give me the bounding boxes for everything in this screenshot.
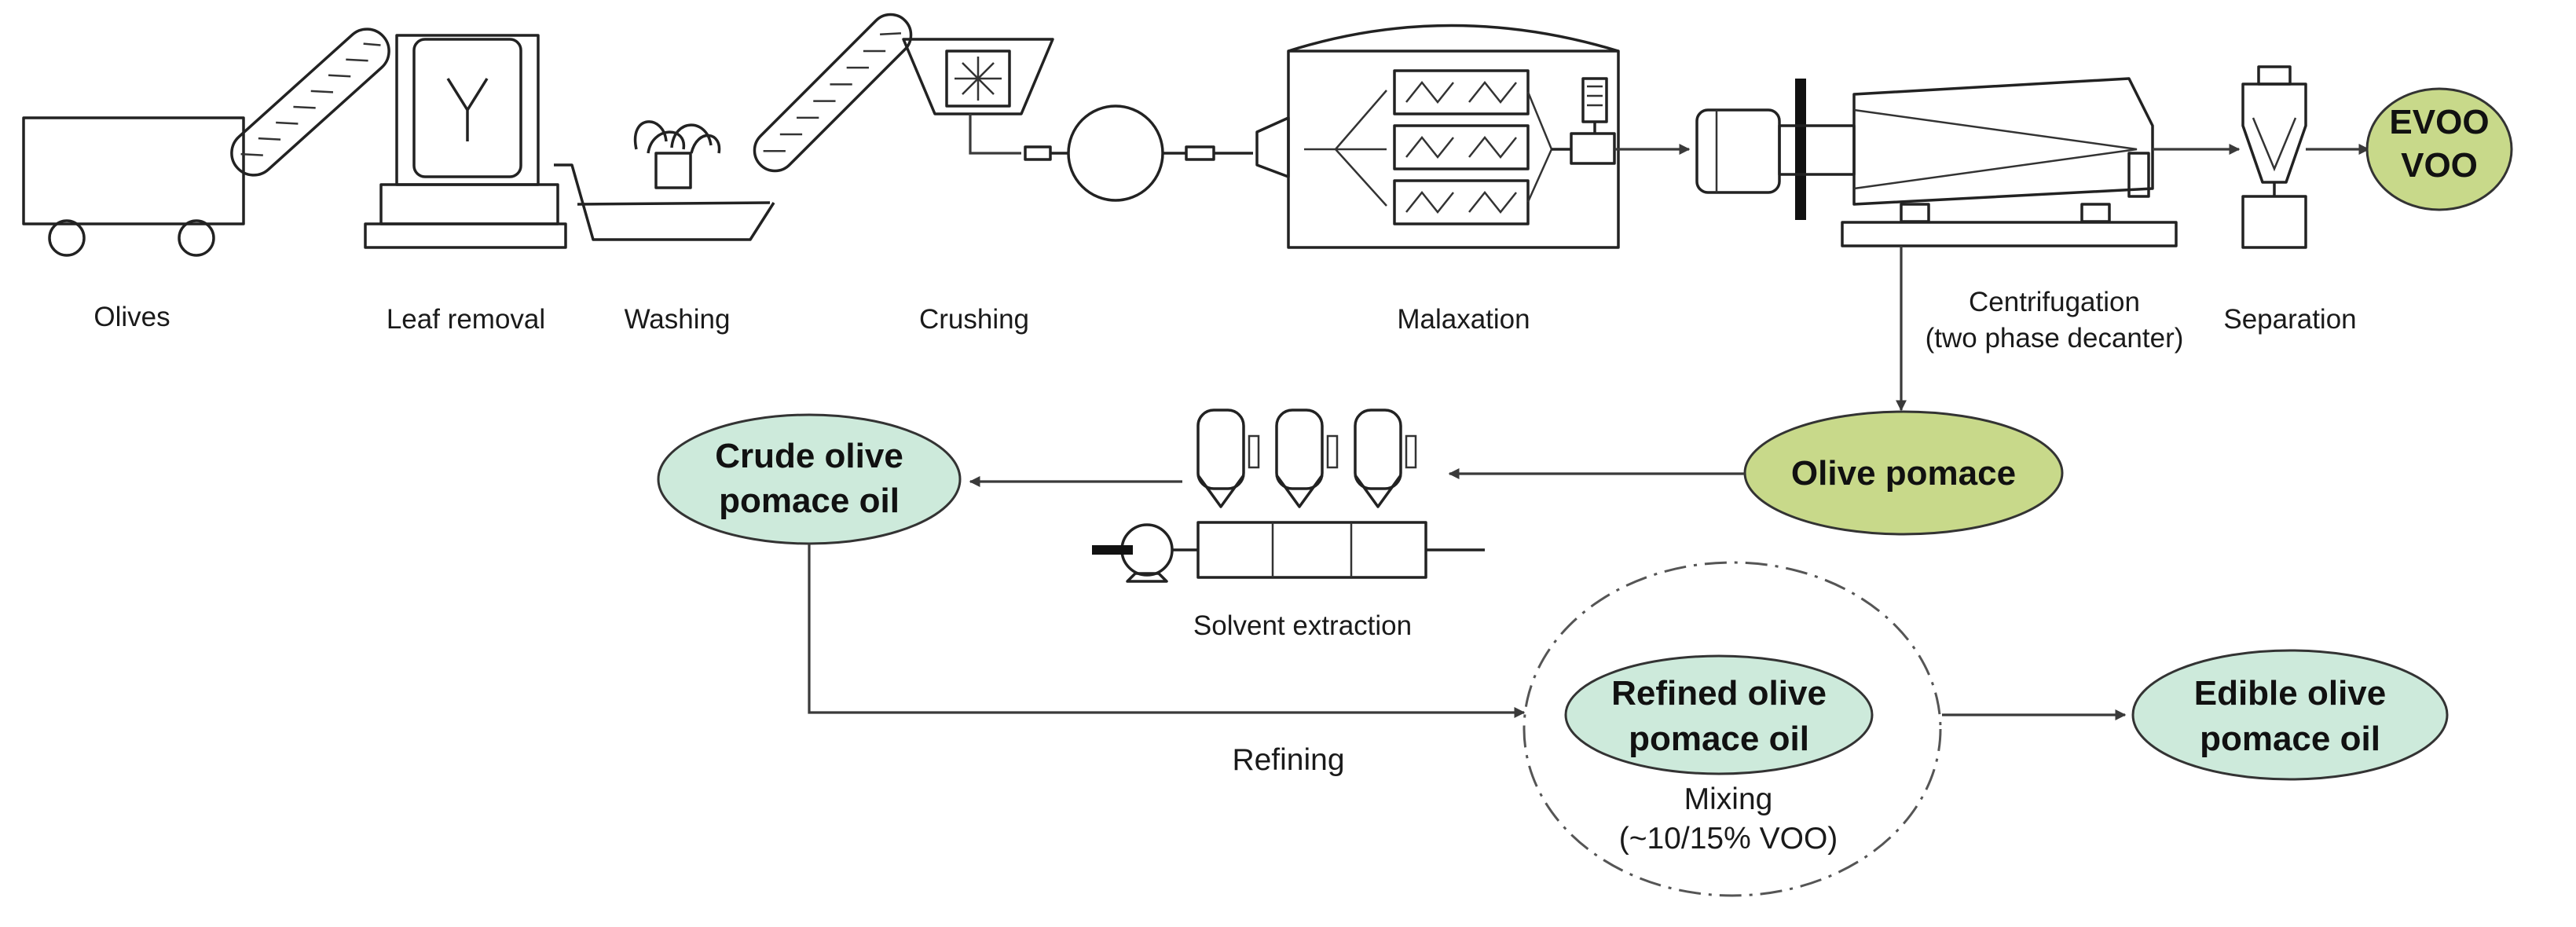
leaf-removal-machine-icon: [364, 34, 567, 249]
step-label-mixing-ratio: (~10/15% VOO): [1619, 822, 1838, 856]
decanter-centrifuge-icon: [1695, 77, 2178, 247]
step-label-olives: Olives: [93, 302, 170, 332]
refined-oil-label-line2: pomace oil: [1629, 720, 1809, 758]
pump-icon: [1024, 104, 1253, 202]
conveyor-belt-icon: [753, 13, 913, 173]
step-label-crushing: Crushing: [919, 304, 1029, 335]
refined-oil-label-line1: Refined olive: [1611, 674, 1827, 713]
edible-olive-pomace-oil-product: Edible olive pomace oil: [2131, 649, 2449, 781]
refined-olive-pomace-oil-product: Refined olive pomace oil: [1564, 654, 1874, 775]
step-label-refining: Refining: [1232, 743, 1344, 777]
step-label-malaxation: Malaxation: [1397, 304, 1530, 335]
separator-icon: [2241, 65, 2307, 249]
edible-oil-label-line1: Edible olive: [2194, 674, 2387, 713]
step-label-washing: Washing: [625, 304, 731, 335]
crude-oil-label-line1: Crude olive: [715, 437, 903, 475]
voo-label: VOO: [2401, 146, 2478, 185]
olive-pomace-product: Olive pomace: [1743, 410, 2064, 536]
crude-oil-label-line2: pomace oil: [719, 482, 900, 520]
crusher-hopper-icon: [902, 38, 1054, 115]
conveyor-belt-icon: [230, 27, 390, 177]
step-label-centrifugation: Centrifugation: [1969, 287, 2140, 317]
evoo-label: EVOO: [2389, 103, 2489, 141]
crude-olive-pomace-oil-product: Crude olive pomace oil: [657, 413, 962, 545]
step-label-separation: Separation: [2223, 304, 2356, 335]
step-label-leaf-removal: Leaf removal: [387, 304, 545, 335]
mixing-boundary: [1523, 561, 1942, 897]
step-label-mixing: Mixing: [1684, 782, 1773, 816]
washing-tank-icon: [554, 120, 775, 241]
step-label-solvent-extraction: Solvent extraction: [1193, 610, 1412, 641]
malaxer-icon: [1255, 24, 1620, 249]
edible-oil-label-line2: pomace oil: [2200, 720, 2380, 758]
olives-cart-icon: [22, 116, 245, 257]
step-label-centrifugation-detail: (two phase decanter): [1926, 323, 2184, 354]
solvent-extraction-unit-icon: [1092, 409, 1485, 583]
olive-pomace-label: Olive pomace: [1791, 454, 2016, 493]
evoo-voo-product: EVOO VOO: [2365, 87, 2513, 211]
